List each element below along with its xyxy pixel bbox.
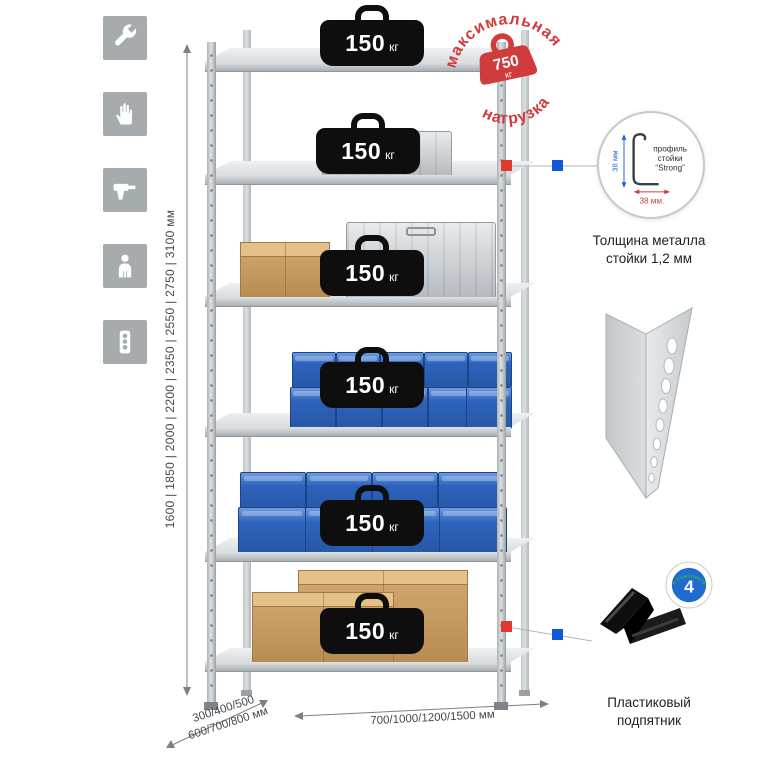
power-strip-icon <box>119 330 131 354</box>
load-unit: кг <box>389 627 399 642</box>
icon-tile-person <box>103 244 147 288</box>
load-value: 150 <box>345 259 386 286</box>
shelf-edge <box>205 297 511 307</box>
shelf-edge <box>205 427 511 437</box>
gloves-icon <box>116 103 132 125</box>
shelf-edge <box>205 175 511 185</box>
shelf-edge <box>205 552 511 562</box>
angle-post-image <box>605 307 693 500</box>
profile-caption: Толщина металла стойки 1,2 мм <box>574 232 724 267</box>
load-unit: кг <box>389 269 399 284</box>
foot-caption: Пластиковый подпятник <box>574 694 724 729</box>
kit-badge-value: 4 <box>684 576 694 596</box>
drill-icon <box>113 183 136 200</box>
storage-bin <box>424 352 468 388</box>
icon-tile-wrench <box>103 16 147 60</box>
rack-post-back-left <box>243 30 251 690</box>
profile-caption-line1: Толщина металла <box>592 233 706 248</box>
stamp-arc-bottom-text: нагрузка <box>477 90 557 134</box>
profile-caption-line2: стойки 1,2 мм <box>605 250 693 266</box>
height-values: 1600 | 1850 | 2000 | 2200 | 2350 | 2550 … <box>163 209 177 529</box>
profile-label-2: стойки <box>658 154 683 163</box>
rack-foot <box>519 690 530 696</box>
connector-blue-square-bottom <box>552 629 563 640</box>
profile-label-1: профиль <box>653 144 687 153</box>
foot-caption-line1: Пластиковый <box>607 695 691 710</box>
profile-dim-vertical: 38 мм <box>610 150 619 171</box>
stamp-weight-body <box>479 45 538 85</box>
load-value: 150 <box>345 371 386 398</box>
icon-tile-power-strip <box>103 320 147 364</box>
profile-annotation-circle: 38 мм 38 мм. профиль стойки “Strong” <box>597 111 705 219</box>
profile-label-3: “Strong” <box>655 164 685 173</box>
foot-caption-line2: подпятник <box>616 712 682 728</box>
plastic-foot-image <box>600 588 686 644</box>
load-value: 150 <box>345 617 386 644</box>
shelf-edge <box>205 62 511 72</box>
load-value: 150 <box>345 29 386 56</box>
load-unit: кг <box>385 147 395 162</box>
connector-red-square-bottom <box>501 621 512 632</box>
stamp-value: 750 <box>492 52 521 74</box>
profile-cross-section <box>632 132 659 186</box>
load-unit: кг <box>389 39 399 54</box>
storage-bin <box>238 507 306 554</box>
load-value: 150 <box>345 509 386 536</box>
shelf-edge <box>205 662 511 672</box>
kit-badge: 4 в комплекте <box>665 561 713 609</box>
stamp-unit: кг <box>504 69 513 80</box>
rack-foot <box>241 690 252 696</box>
load-unit: кг <box>389 519 399 534</box>
connector-blue-square-top <box>552 160 563 171</box>
height-dimension-label: 1600 | 1850 | 2000 | 2200 | 2350 | 2550 … <box>163 39 179 699</box>
storage-bin <box>439 507 507 554</box>
profile-dim-horizontal: 38 мм. <box>639 196 664 205</box>
width-dimension-label: 700/1000/1200/1500 мм <box>315 706 550 730</box>
load-value: 150 <box>341 137 382 164</box>
rack-post-back-right <box>521 30 529 690</box>
icon-tile-drill <box>103 168 147 212</box>
connector-red-square-top <box>501 160 512 171</box>
wrench-icon <box>115 24 137 46</box>
profile-drawing: 38 мм 38 мм. профиль стойки “Strong” <box>610 132 687 205</box>
cardboard-box <box>240 242 330 299</box>
max-load-stamp: максимальная нагрузка 750 кг <box>433 0 568 135</box>
load-unit: кг <box>389 381 399 396</box>
rack-post-front-right <box>497 42 506 702</box>
rack-post-front-left <box>207 42 216 702</box>
svg-text:нагрузка: нагрузка <box>477 90 557 134</box>
icon-tile-gloves <box>103 92 147 136</box>
person-icon <box>118 254 132 278</box>
width-values: 700/1000/1200/1500 мм <box>370 708 495 728</box>
